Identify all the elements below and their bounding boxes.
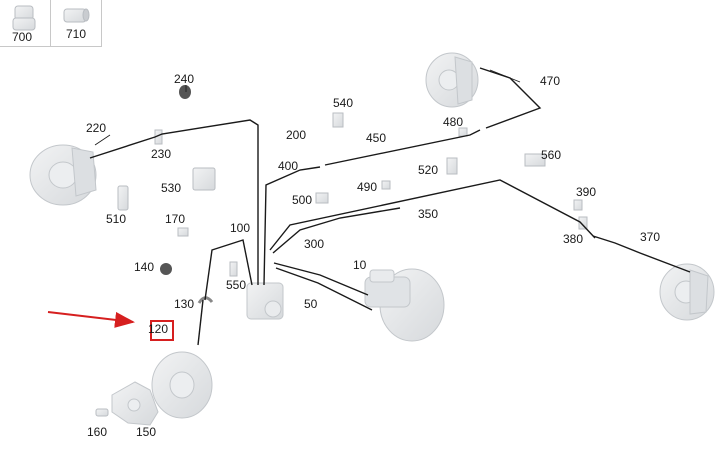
part-label-400[interactable]: 400	[278, 159, 299, 173]
part-label-160[interactable]: 160	[87, 425, 108, 439]
part-label-450[interactable]: 450	[366, 131, 387, 145]
inset-part-710[interactable]	[50, 0, 102, 47]
line-200	[89, 119, 259, 285]
grommet-part-240	[179, 85, 191, 99]
line-450	[324, 129, 481, 166]
clip-part-500	[315, 192, 329, 204]
brake-booster-part[interactable]	[364, 268, 445, 342]
part-label-130[interactable]: 130	[174, 297, 195, 311]
wheel-carrier-part[interactable]	[111, 381, 159, 426]
part-label-100[interactable]: 100	[230, 221, 251, 235]
part-label-480[interactable]: 480	[443, 115, 464, 129]
highlight-box-part-120	[150, 320, 174, 341]
line-50	[275, 267, 373, 311]
bolt-part-160[interactable]	[95, 408, 109, 417]
part-label-700[interactable]: 700	[12, 30, 33, 44]
brake-lines	[89, 67, 691, 346]
part-label-540[interactable]: 540	[333, 96, 354, 110]
part-label-200[interactable]: 200	[286, 128, 307, 142]
front-right-brake-disc	[425, 52, 479, 108]
part-label-300[interactable]: 300	[304, 237, 325, 251]
line-400	[263, 166, 321, 286]
line-300	[272, 207, 401, 254]
part-label-140[interactable]: 140	[134, 260, 155, 274]
part-label-350[interactable]: 350	[418, 207, 439, 221]
clip-part-170	[177, 227, 189, 237]
rear-left-brake-disc	[151, 351, 213, 419]
clip-part-540	[332, 112, 344, 128]
clip-part-380	[578, 216, 588, 230]
line-10	[273, 262, 369, 296]
part-label-390[interactable]: 390	[576, 185, 597, 199]
part-label-230[interactable]: 230	[151, 147, 172, 161]
part-label-550[interactable]: 550	[226, 278, 247, 292]
clip-part-480	[458, 127, 468, 137]
clip-part-560	[524, 153, 546, 167]
clip-part-490	[381, 180, 391, 190]
part-label-490[interactable]: 490	[357, 180, 378, 194]
part-label-560[interactable]: 560	[541, 148, 562, 162]
front-left-brake-disc	[29, 144, 97, 206]
small-parts	[117, 85, 588, 304]
part-label-380[interactable]: 380	[563, 232, 584, 246]
part-label-170[interactable]: 170	[165, 212, 186, 226]
part-label-530[interactable]: 530	[161, 181, 182, 195]
bracket-part-530	[192, 167, 216, 191]
part-label-710[interactable]: 710	[66, 27, 87, 41]
part-label-470[interactable]: 470	[540, 74, 561, 88]
inset-part-700[interactable]	[0, 0, 51, 47]
holder-part-510	[117, 185, 129, 211]
abs-control-unit-part[interactable]	[246, 282, 284, 320]
part-label-370[interactable]: 370	[640, 230, 661, 244]
clip-part-550	[229, 261, 238, 277]
part-label-50[interactable]: 50	[304, 297, 318, 311]
line-120	[197, 299, 204, 346]
sleeve-icon	[63, 8, 90, 23]
cap-icon	[12, 5, 36, 31]
part-label-120[interactable]: 120	[148, 322, 169, 336]
clip-part-390	[573, 199, 583, 211]
part-label-510[interactable]: 510	[106, 212, 127, 226]
rear-right-brake-disc	[659, 263, 715, 321]
line-100	[204, 239, 253, 301]
part-label-10[interactable]: 10	[353, 258, 367, 272]
part-label-520[interactable]: 520	[418, 163, 439, 177]
grommet-part-140	[160, 263, 172, 275]
part-label-240[interactable]: 240	[174, 72, 195, 86]
part-label-150[interactable]: 150	[136, 425, 157, 439]
line-370	[592, 235, 691, 273]
part-label-220[interactable]: 220	[86, 121, 107, 135]
line-350	[269, 179, 596, 251]
pointer-arrow	[47, 311, 135, 328]
line-470	[479, 67, 542, 129]
part-label-500[interactable]: 500	[292, 193, 313, 207]
clip-part-520	[446, 157, 458, 175]
